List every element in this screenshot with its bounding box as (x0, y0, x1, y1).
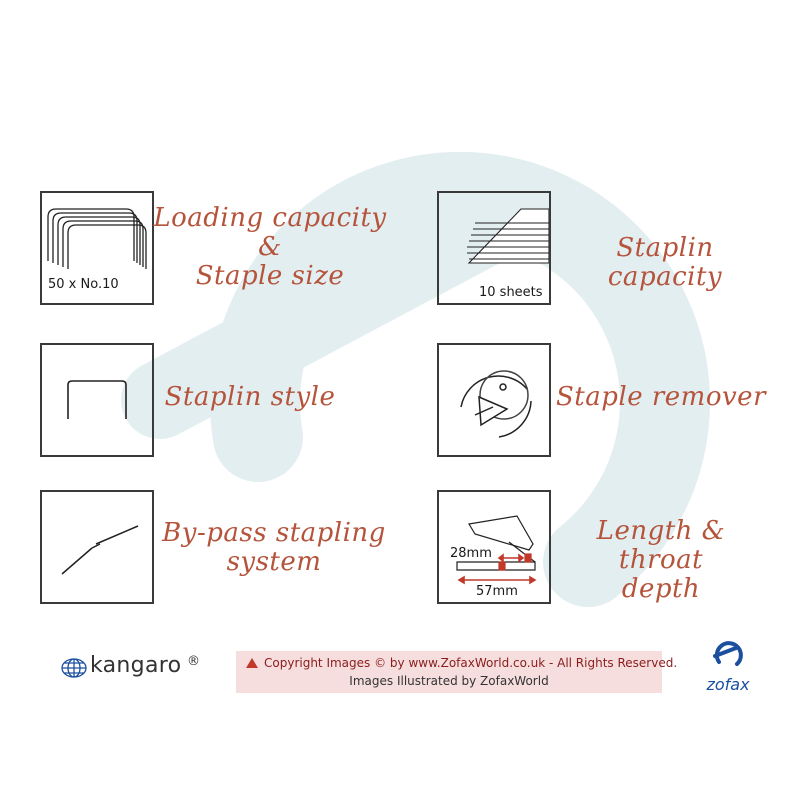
loading-capacity-box: 50 x No.10 (40, 191, 154, 305)
length-throat-label: Length & throat depth (556, 517, 766, 604)
copyright-banner: Copyright Images © by www.ZofaxWorld.co.… (236, 651, 677, 693)
throat-value: 28mm (450, 546, 492, 561)
globe-icon (61, 658, 87, 678)
bypass-lines-icon (61, 525, 139, 575)
loading-caption: 50 x No.10 (48, 277, 119, 292)
copyright-line1: Copyright Images © by www.ZofaxWorld.co.… (264, 656, 678, 670)
kangaro-logo: kangaro ® (60, 652, 210, 684)
staple-remover-icon (460, 370, 532, 438)
staplin-capacity-box: 10 sheets (437, 191, 551, 305)
zofax-wordmark: zofax (706, 675, 750, 694)
staple-remover-label: Staple remover (556, 382, 766, 412)
staplin-capacity-label: Staplin capacity (607, 233, 723, 292)
staple-remover-box (437, 343, 551, 457)
loading-label-line3: Staple size (195, 261, 345, 291)
warning-icon (246, 658, 258, 668)
length-throat-box: 28mm 57mm (437, 490, 551, 604)
loading-capacity-label: Loading capacity & Staple size (150, 204, 390, 291)
kangaro-wordmark: kangaro (90, 653, 182, 678)
loading-label-line1: Loading capacity (153, 203, 387, 233)
length-value: 57mm (476, 584, 518, 599)
bypass-box (40, 490, 154, 604)
stapler-dimension-icon (456, 515, 537, 585)
paper-stack-icon (467, 208, 549, 264)
staples-stack-icon (47, 208, 147, 269)
zofax-mark-icon (713, 641, 743, 666)
kangaro-registered-mark: ® (187, 654, 200, 669)
throat-label-line1: Length & throat (596, 516, 726, 575)
staplin-style-box (40, 343, 154, 457)
zofax-logo: zofax (690, 640, 766, 698)
throat-label-line2: depth (621, 574, 701, 604)
staplin-style-label: Staplin style (164, 382, 336, 412)
staple-shape-icon (67, 380, 127, 419)
loading-label-line2: & (258, 232, 282, 262)
capacity-caption: 10 sheets (479, 285, 543, 300)
bypass-label: By-pass stapling system (160, 519, 388, 577)
copyright-line2: Images Illustrated by ZofaxWorld (349, 674, 549, 688)
bypass-label-line2: system (226, 547, 322, 577)
bypass-label-line1: By-pass stapling (162, 518, 386, 548)
